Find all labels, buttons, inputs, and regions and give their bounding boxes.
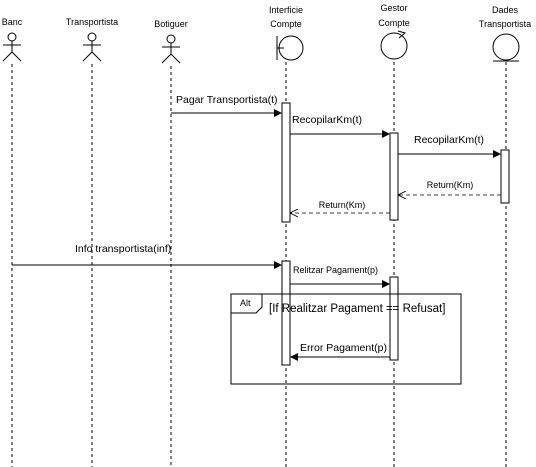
message-pagar-label: Pagar Transportista(t) — [176, 94, 278, 106]
alt-fragment-frame — [230, 293, 462, 385]
message-recopilar2-label: RecopilarKm(t) — [414, 134, 484, 146]
alt-guard-condition: [If Realitzar Pagament == Refusat] — [269, 303, 445, 315]
message-relitzar-label: Relitzar Pagament(p) — [293, 265, 378, 275]
activation-interficie-1 — [281, 102, 291, 223]
participant-gestor-label-1: Gestor — [380, 3, 407, 13]
alt-fragment-tab — [230, 293, 263, 314]
actor-botiguer-icon — [161, 34, 181, 64]
boundary-interficie-icon — [276, 35, 304, 61]
participant-interficie-label-1: Interficie — [269, 5, 303, 15]
entity-dades-icon — [492, 33, 520, 62]
activation-dades-1 — [500, 149, 510, 204]
actor-banc-icon — [2, 32, 22, 62]
alt-operator-label: Alt — [240, 298, 251, 308]
participant-banc-label: Banc — [2, 17, 23, 27]
participant-dades-label-2: Transportista — [479, 19, 531, 29]
participant-gestor-label-2: Compte — [378, 18, 410, 28]
message-return1-label: Return(Km) — [427, 180, 474, 190]
participant-interficie-label-2: Compte — [270, 19, 302, 29]
message-recopilar1-label: RecopilarKm(t) — [292, 114, 362, 126]
participant-dades-label-1: Dades — [492, 5, 519, 15]
message-return2-label: Return(Km) — [319, 200, 366, 210]
actor-transportista-icon — [82, 32, 102, 62]
participant-transportista-label: Transportista — [66, 17, 118, 27]
activation-interficie-2 — [281, 260, 291, 366]
control-gestor-icon — [380, 30, 408, 60]
activation-gestor-2 — [389, 276, 399, 361]
message-error-label: Error Pagament(p) — [300, 342, 387, 354]
participant-botiguer-label: Botiguer — [154, 19, 188, 29]
activation-gestor-1 — [389, 132, 399, 221]
message-info-label: Info transportista(inf) — [75, 243, 171, 255]
